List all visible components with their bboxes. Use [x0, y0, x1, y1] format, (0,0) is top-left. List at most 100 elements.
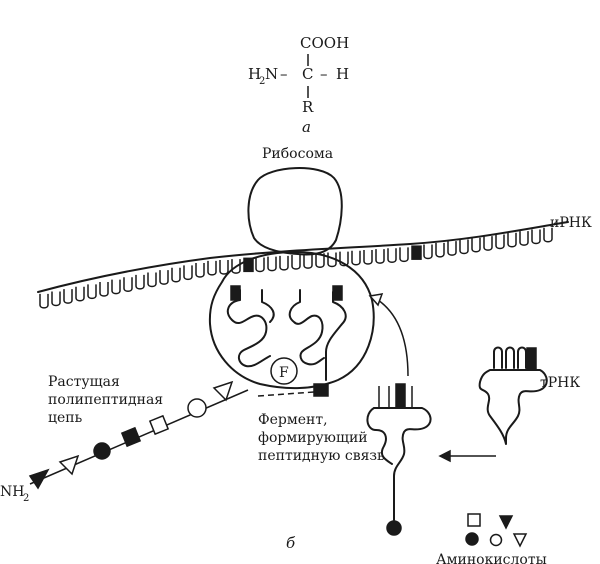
enzyme-label-line2: формирующий: [258, 430, 368, 446]
chain-amino-end: NH: [0, 484, 24, 500]
mrna-codon: [219, 260, 229, 275]
trna-free: [478, 346, 548, 445]
chain-square-solid: [120, 426, 142, 448]
chain-triangle-hollow-2: [58, 454, 80, 476]
mrna-codon: [315, 253, 325, 269]
mrna-codon: [375, 249, 385, 264]
ribosome-label: Рибосома: [262, 146, 333, 162]
mrna-codon: [447, 241, 457, 256]
mrna-codon: [255, 257, 265, 273]
mrna-codon: [423, 244, 433, 260]
peptide-bond-dashed-link: [257, 391, 315, 397]
free-triangle-solid: [498, 515, 514, 530]
enzyme-label-line1: Фермент,: [258, 412, 328, 428]
mrna-codon-marked: [243, 257, 254, 273]
amino-acid-formula: COOH H 2 N – C – H R а: [248, 34, 349, 136]
trna-incoming: [366, 383, 432, 536]
mrna-codon: [147, 272, 157, 288]
polypeptide-chain: NH 2: [0, 380, 249, 504]
free-square-hollow: [467, 513, 481, 527]
mrna-codon: [483, 236, 493, 251]
mrna-codon: [291, 254, 301, 270]
mrna-codon: [111, 279, 121, 295]
mrna-codon: [279, 255, 289, 271]
mrna-codon: [231, 259, 241, 274]
mrna-codon: [363, 249, 373, 265]
mrna-codon: [339, 251, 349, 267]
mrna-codon: [207, 260, 217, 276]
enzyme: F: [270, 357, 298, 385]
mrna-label: иРНК: [550, 215, 592, 231]
chain-circle-solid: [93, 442, 111, 460]
trna-body: [478, 369, 548, 445]
mrna-codon: [123, 277, 133, 292]
mrna-codon: [39, 293, 49, 309]
trna-anticodon-block: [332, 285, 343, 301]
ribosome-large-subunit: [208, 251, 375, 390]
mrna-codon: [159, 270, 169, 285]
mrna-codon-marked: [411, 245, 422, 260]
part-b-label: б: [286, 534, 296, 552]
trna-amino-acid: [386, 520, 402, 536]
trna-anticodon-block: [395, 383, 406, 409]
mrna-codon: [435, 242, 445, 258]
mrna-codon: [351, 250, 361, 266]
trna-body: [226, 289, 271, 368]
mrna-codon: [531, 229, 541, 245]
mrna-codon: [51, 291, 61, 307]
formula-hydrogen: H: [336, 65, 349, 83]
free-circle-hollow: [489, 533, 503, 547]
arrow-head-up: [368, 293, 384, 307]
formula-h-left: H: [248, 65, 261, 83]
mrna-codon: [327, 252, 337, 268]
mrna-codon: [387, 248, 397, 264]
trna-in-ribosome-right: [288, 285, 347, 397]
arrow-shaft-into-ribosome: [377, 299, 409, 377]
free-amino-acids: [465, 513, 528, 548]
chain-amino-end-subscript: 2: [23, 493, 29, 504]
formula-cooh: COOH: [300, 34, 349, 52]
mrna-codon: [495, 234, 505, 250]
enzyme-circle: [270, 357, 298, 385]
mrna-backbone: [37, 221, 569, 293]
mrna-codon: [543, 227, 553, 243]
mrna-codon: [519, 231, 529, 246]
trna-body: [373, 407, 432, 521]
mrna-codon: [195, 262, 205, 278]
trna-body-left: [366, 407, 393, 465]
trna-label: тРНК: [540, 375, 580, 391]
free-circle-solid: [465, 532, 479, 546]
mrna-codon: [99, 281, 109, 297]
formula-n: N: [265, 65, 278, 83]
trna-body-edge: [325, 291, 347, 381]
formula-dash-right: –: [320, 65, 328, 83]
chain-circle-hollow: [187, 398, 207, 418]
mrna-codon: [471, 237, 481, 253]
mrna-codon: [171, 267, 181, 283]
trna-in-ribosome-left: [226, 285, 275, 368]
chain-square-hollow: [148, 414, 170, 436]
chain-triangle-hollow: [212, 380, 234, 402]
chain-label-line3: цепь: [48, 410, 83, 426]
mrna-codon: [459, 239, 469, 255]
enzyme-symbol: F: [279, 365, 289, 381]
mrna-codon: [63, 289, 73, 304]
formula-carbon: C: [302, 65, 313, 83]
trna-anticodon-block: [526, 347, 537, 371]
mrna-strand: иРНК: [37, 215, 592, 309]
chain-triangle-solid: [28, 468, 50, 490]
trna-body: [288, 289, 325, 366]
free-triangle-hollow: [512, 533, 528, 548]
mrna-codon: [183, 265, 193, 281]
chain-label-line1: Растущая: [48, 374, 120, 390]
trna-anticodon-loops: [493, 346, 527, 369]
formula-dash-left: –: [280, 65, 288, 83]
mrna-codon: [267, 256, 277, 272]
chain-label-line2: полипептидная: [48, 392, 163, 408]
mrna-codon: [303, 254, 313, 269]
arrow-head-left: [438, 449, 451, 463]
ribosome-small-subunit: [247, 167, 343, 256]
ribosome: [208, 167, 375, 390]
amino-acids-label: Аминокислоты: [436, 552, 547, 564]
